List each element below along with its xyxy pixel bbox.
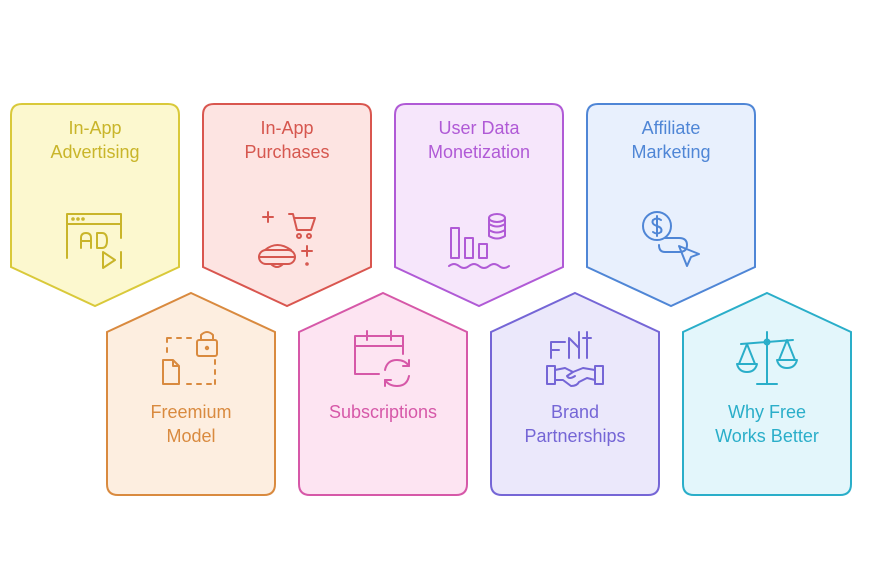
card-label: Why Free Works Better (682, 400, 852, 448)
card-label-line: Brand (550, 402, 600, 422)
card-label-line: Partnerships (524, 426, 626, 446)
card-label-line: In-App (68, 118, 122, 138)
card-label-line: Advertising (50, 142, 140, 162)
card-label: In-App Advertising (10, 116, 180, 164)
card-label-line: User Data (438, 118, 520, 138)
card-shape (298, 291, 468, 496)
card-shape (10, 103, 180, 308)
card-label-line: Marketing (631, 142, 711, 162)
card-label-line: Freemium (150, 402, 232, 422)
card-label-line: Subscriptions (328, 402, 438, 422)
card-label: Freemium Model (106, 400, 276, 448)
card-label-line: Monetization (427, 142, 531, 162)
card-shape (106, 291, 276, 496)
card-label-line: Why Free (727, 402, 806, 422)
card-shape (490, 291, 660, 496)
card-in-app-purchases: In-App Purchases (202, 103, 372, 308)
card-why-free-works-better: Why Free Works Better (682, 291, 852, 497)
card-label-line: Works Better (715, 426, 819, 446)
card-label: User Data Monetization (394, 116, 564, 164)
calendar-refresh-icon (354, 330, 410, 387)
card-shape (586, 103, 756, 308)
card-label: Brand Partnerships (490, 400, 660, 448)
card-in-app-advertising: In-App Advertising (10, 103, 180, 308)
card-label: Subscriptions (298, 400, 468, 424)
handshake-icon (546, 331, 604, 387)
card-label-line: Model (166, 426, 216, 446)
card-label-line: Purchases (244, 142, 330, 162)
card-shape (682, 291, 852, 496)
card-label-line: Affiliate (641, 118, 701, 138)
card-brand-partnerships: Brand Partnerships (490, 291, 660, 497)
card-label: In-App Purchases (202, 116, 372, 164)
card-freemium-model: Freemium Model (106, 291, 276, 497)
card-label-line: In-App (260, 118, 314, 138)
lock-doc-icon (162, 331, 218, 385)
card-user-data-monetization: User Data Monetization (394, 103, 564, 308)
card-affiliate-marketing: Affiliate Marketing (586, 103, 756, 308)
card-label: Affiliate Marketing (586, 116, 756, 164)
card-subscriptions: Subscriptions (298, 291, 468, 497)
vr-shopping-icon (258, 211, 316, 268)
card-shape (202, 103, 372, 308)
data-chart-icon (448, 213, 510, 269)
card-shape (394, 103, 564, 308)
ad-browser-icon (66, 213, 122, 269)
money-click-icon (642, 211, 700, 267)
scale-icon (736, 331, 798, 385)
